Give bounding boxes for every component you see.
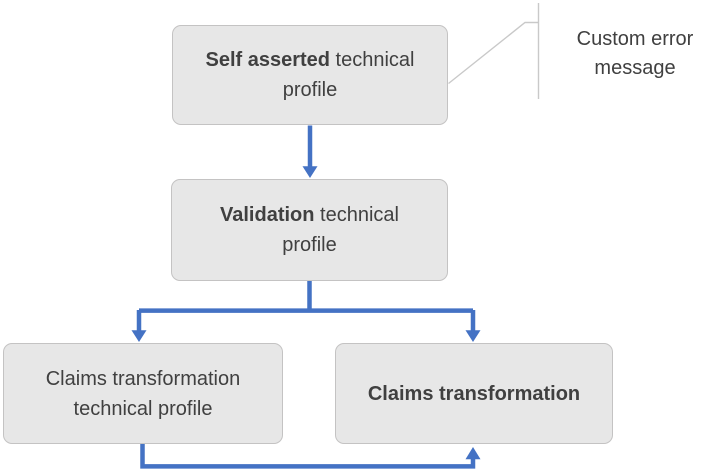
arrow-validation-branch: [131, 281, 481, 342]
node-label: Self asserted technical profile: [198, 45, 423, 105]
arrowhead-up-icon: [465, 447, 481, 460]
arrowhead-down-left-icon: [131, 330, 147, 342]
node-label: Validation technical profile: [197, 200, 422, 260]
arrow-self-asserted-to-validation: [302, 125, 318, 178]
node-label-regular: technical profile: [282, 49, 415, 101]
node-label-bold: Claims transformation: [367, 382, 581, 405]
node-label-regular: Claims transformation technical profile: [45, 367, 241, 420]
node-label: Claims transformation technical profile: [31, 364, 256, 424]
node-label-regular: technical profile: [282, 204, 399, 256]
node-label-bold: Self asserted: [205, 49, 330, 71]
arrow-claims-tp-to-claims-transformation: [140, 444, 481, 469]
node-claims-transformation: Claims transformation: [335, 343, 613, 444]
arrowhead-down-right-icon: [465, 330, 481, 342]
callout-leader-diagonal: [448, 21, 538, 85]
callout-leader-line: [448, 3, 540, 99]
branch-stems: [136, 281, 476, 331]
node-self-asserted-technical-profile: Self asserted technical profile: [172, 25, 448, 125]
arrowhead-down-icon: [302, 166, 318, 178]
node-label-bold: Validation: [220, 204, 315, 226]
node-claims-transformation-technical-profile: Claims transformation technical profile: [3, 343, 283, 444]
node-label: Claims transformation: [368, 379, 580, 409]
node-validation-technical-profile: Validation technical profile: [171, 179, 448, 281]
callout-text: Custom error message: [576, 28, 694, 79]
bottom-connector-stem: [140, 444, 476, 469]
